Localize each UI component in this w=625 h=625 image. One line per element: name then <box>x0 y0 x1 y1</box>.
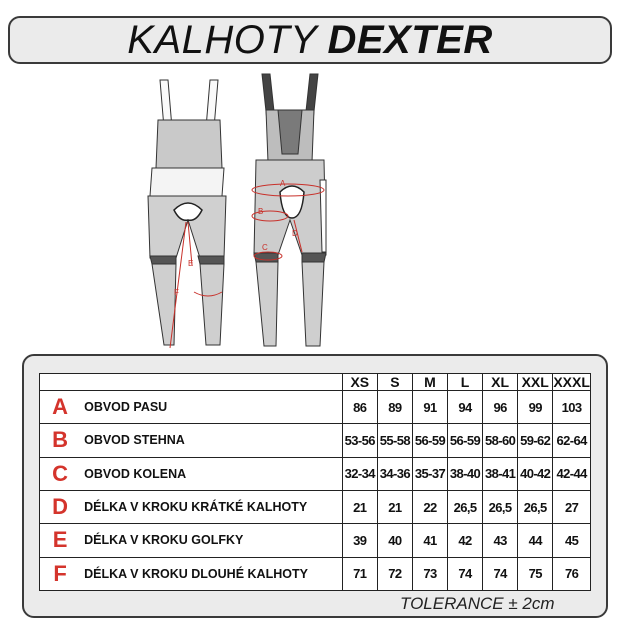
title-bold: DEXTER <box>327 17 493 62</box>
row-label: OBVOD STEHNA <box>80 423 343 458</box>
value-cell: 42 <box>446 523 484 558</box>
value-cell: 58-60 <box>482 423 519 458</box>
title-light: KALHOTY <box>127 17 318 62</box>
table-row: B OBVOD STEHNA 53-56 55-58 56-59 56-59 5… <box>39 423 591 458</box>
bib-tights-illustration: E F A B C D <box>147 73 327 349</box>
size-header-row: XS S M L XL XXL XXXL <box>39 373 591 391</box>
size-header: S <box>376 373 413 391</box>
value-cell: 73 <box>411 556 449 592</box>
size-header: XXXL <box>552 373 591 391</box>
value-cell: 26,5 <box>446 489 484 525</box>
size-header: XXL <box>517 373 554 391</box>
value-cell: 40-42 <box>517 456 554 491</box>
front-view <box>253 73 327 347</box>
value-cell: 38-41 <box>482 456 519 491</box>
value-cell: 26,5 <box>517 489 554 525</box>
back-view <box>147 79 227 346</box>
value-cell: 56-59 <box>411 423 449 458</box>
value-cell: 53-56 <box>341 423 378 458</box>
table-row: C OBVOD KOLENA 32-34 34-36 35-37 38-40 3… <box>39 456 591 491</box>
value-cell: 56-59 <box>446 423 484 458</box>
size-header: M <box>411 373 449 391</box>
value-cell: 59-62 <box>517 423 554 458</box>
value-cell: 21 <box>341 489 378 525</box>
header-blank-cell <box>39 373 343 391</box>
value-cell: 74 <box>482 556 519 592</box>
diagram-letter-f: F <box>174 288 179 297</box>
value-cell: 74 <box>446 556 484 592</box>
row-letter: C <box>39 456 81 491</box>
row-letter: E <box>39 523 81 558</box>
value-cell: 99 <box>517 389 554 425</box>
value-cell: 55-58 <box>376 423 413 458</box>
value-cell: 27 <box>552 489 591 525</box>
value-cell: 21 <box>376 489 413 525</box>
row-letter: A <box>39 389 81 425</box>
value-cell: 32-34 <box>341 456 378 491</box>
value-cell: 89 <box>376 389 413 425</box>
row-label: OBVOD PASU <box>80 389 343 425</box>
front-measure-lines <box>251 183 325 261</box>
value-cell: 94 <box>446 389 484 425</box>
value-cell: 43 <box>482 523 519 558</box>
row-label: OBVOD KOLENA <box>80 456 343 491</box>
row-letter: F <box>39 556 81 592</box>
value-cell: 44 <box>517 523 554 558</box>
value-cell: 71 <box>341 556 378 592</box>
diagram-letter-d: D <box>292 229 298 238</box>
size-header: XL <box>482 373 519 391</box>
value-cell: 72 <box>376 556 413 592</box>
title-banner: KALHOTY DEXTER <box>8 16 612 64</box>
value-cell: 39 <box>341 523 378 558</box>
value-cell: 96 <box>482 389 519 425</box>
value-cell: 76 <box>552 556 591 592</box>
value-cell: 40 <box>376 523 413 558</box>
value-cell: 91 <box>411 389 449 425</box>
table-row: A OBVOD PASU 86 89 91 94 96 99 103 <box>39 389 591 425</box>
value-cell: 62-64 <box>552 423 591 458</box>
size-header: L <box>446 373 484 391</box>
table-row: D DÉLKA V KROKU KRÁTKÉ KALHOTY 21 21 22 … <box>39 489 591 525</box>
row-label: DÉLKA V KROKU KRÁTKÉ KALHOTY <box>80 489 343 525</box>
row-label: DÉLKA V KROKU GOLFKY <box>80 523 343 558</box>
back-measure-lines <box>169 221 223 349</box>
value-cell: 22 <box>411 489 449 525</box>
size-table: XS S M L XL XXL XXXL A OBVOD PASU 86 89 … <box>39 373 591 592</box>
size-header: XS <box>341 373 378 391</box>
diagram-letter-c: C <box>262 243 268 252</box>
value-cell: 103 <box>552 389 591 425</box>
diagram-letter-a: A <box>280 179 286 188</box>
table-row: E DÉLKA V KROKU GOLFKY 39 40 41 42 43 44… <box>39 523 591 558</box>
value-cell: 42-44 <box>552 456 591 491</box>
value-cell: 35-37 <box>411 456 449 491</box>
diagram-letter-b: B <box>258 207 263 216</box>
diagram-letter-e: E <box>188 259 193 268</box>
value-cell: 86 <box>341 389 378 425</box>
value-cell: 75 <box>517 556 554 592</box>
tolerance-note: TOLERANCE ± 2cm <box>400 594 555 613</box>
row-letter: D <box>39 489 81 525</box>
value-cell: 41 <box>411 523 449 558</box>
value-cell: 45 <box>552 523 591 558</box>
table-row: F DÉLKA V KROKU DLOUHÉ KALHOTY 71 72 73 … <box>39 556 591 592</box>
row-letter: B <box>39 423 81 458</box>
row-label: DÉLKA V KROKU DLOUHÉ KALHOTY <box>80 556 343 592</box>
value-cell: 38-40 <box>446 456 484 491</box>
value-cell: 26,5 <box>482 489 519 525</box>
value-cell: 34-36 <box>376 456 413 491</box>
